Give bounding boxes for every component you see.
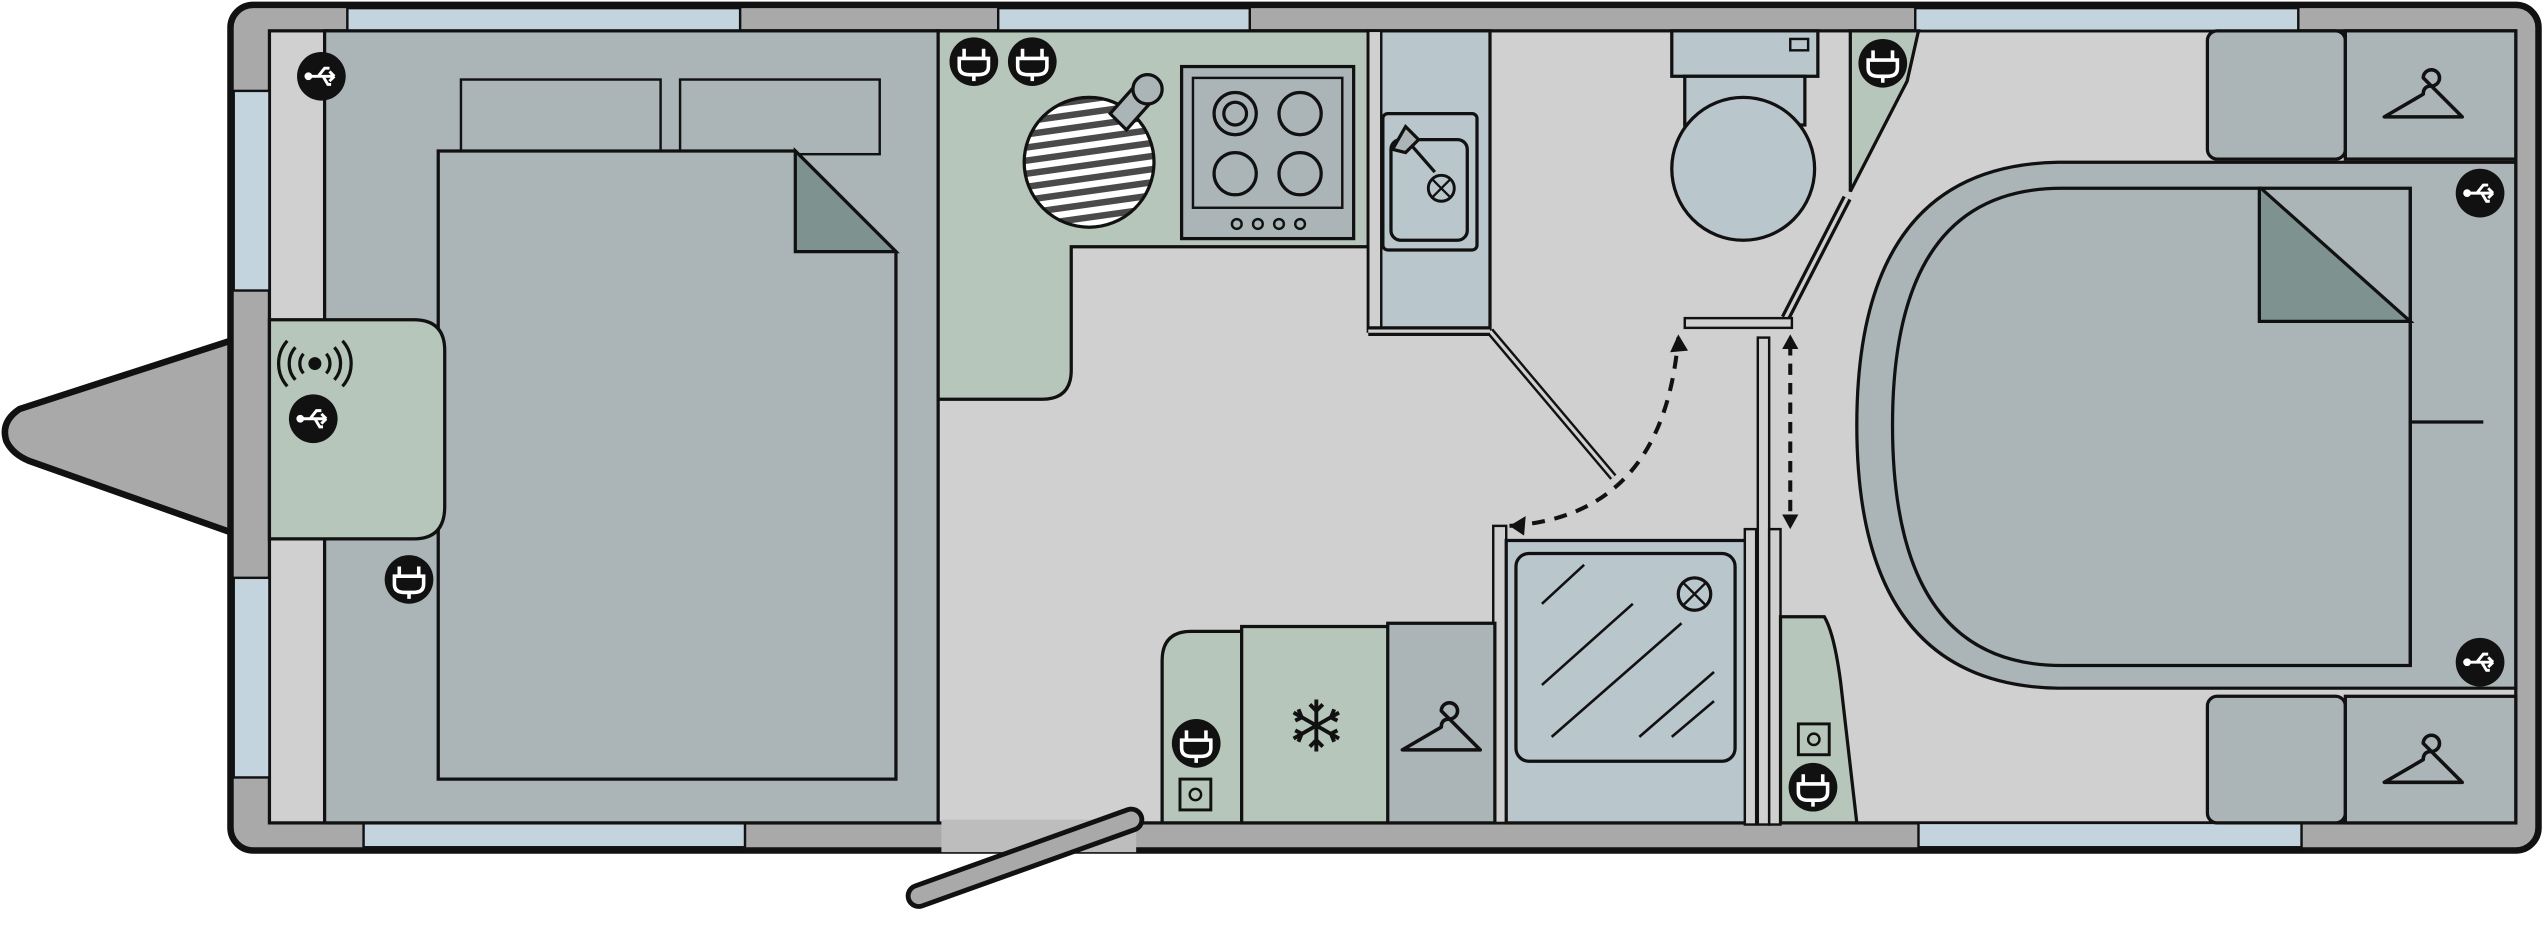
wardrobe-top-right <box>2343 29 2518 161</box>
socket-icon <box>382 553 436 606</box>
sliding-door[interactable] <box>1756 336 1771 826</box>
door-swing-arrow <box>1509 337 1681 528</box>
tv-socket <box>1796 722 1831 757</box>
windows <box>232 6 2303 849</box>
wardrobe-bottom-left <box>2205 694 2347 825</box>
tow-hitch <box>1 333 244 541</box>
tv-socket <box>1178 777 1213 812</box>
shower-icon[interactable] <box>1504 538 1752 825</box>
socket-icon <box>1170 717 1223 770</box>
socket-icon <box>1786 761 1840 814</box>
wardrobe-small <box>1386 621 1497 825</box>
socket-icon <box>1006 35 1059 88</box>
hob-icon[interactable] <box>1179 64 1356 241</box>
wardrobe-bottom-right <box>2343 694 2518 825</box>
aerial-icon <box>1022 73 1164 229</box>
wifi-icon <box>277 339 353 388</box>
front-cabinet <box>267 318 447 541</box>
socket-icon <box>947 35 1000 88</box>
washroom-wall-stub <box>1683 316 1794 330</box>
wardrobe-top-left <box>2205 29 2347 161</box>
socket-icon <box>1856 37 1909 90</box>
usb-icon <box>295 50 348 103</box>
usb-icon <box>2454 167 2506 219</box>
toilet-icon[interactable] <box>1670 29 1820 242</box>
front-bed[interactable] <box>436 149 898 781</box>
pillow-left <box>459 78 662 156</box>
pillow-right <box>678 78 881 156</box>
duvet-fold <box>793 147 900 254</box>
usb-icon <box>2454 636 2506 689</box>
rear-bedroom <box>1855 29 2518 825</box>
sink-icon[interactable] <box>1381 111 1479 252</box>
usb-icon <box>287 392 340 445</box>
snowflake-icon <box>1292 699 1341 752</box>
